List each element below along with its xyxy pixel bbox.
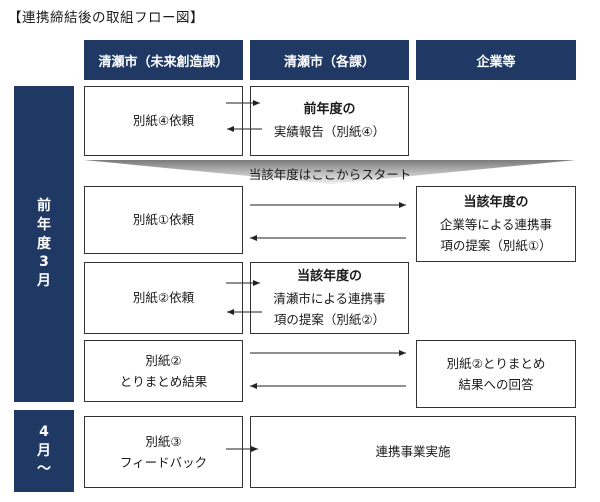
box-line: 別紙①依頼 xyxy=(132,212,195,228)
box-line: 別紙②とりまとめ xyxy=(446,355,546,371)
box-line: 別紙② xyxy=(145,352,182,368)
box-line: 項の提案（別紙②） xyxy=(273,312,386,328)
phase-char: 度 xyxy=(37,235,51,252)
box-line: 項の提案（別紙①） xyxy=(440,238,552,254)
phase-char: 月 xyxy=(37,442,51,459)
summary-answer-box: 別紙②とりまとめ 結果への回答 xyxy=(416,340,576,408)
box-line: フィードバック xyxy=(119,455,208,470)
box-line: 清瀬市による連携事 xyxy=(273,290,386,306)
box-line: とりまとめ結果 xyxy=(119,374,208,389)
company-proposal-box: 当該年度の 企業等による連携事 項の提案（別紙①） xyxy=(416,186,576,262)
request-4-box: 別紙④依頼 xyxy=(84,86,243,156)
column-header-kigyo: 企業等 xyxy=(416,40,576,80)
box-line: 実績報告（別紙④） xyxy=(273,124,386,140)
box-line: 別紙③ xyxy=(145,433,182,449)
box-line: 別紙②依頼 xyxy=(132,290,195,306)
phase-char: 年 xyxy=(37,216,51,233)
implementation-box: 連携事業実施 xyxy=(250,416,576,488)
phase-char: 月 xyxy=(37,273,51,290)
start-band-label: 当該年度はここからスタート xyxy=(248,167,412,182)
box-heading: 当該年度の xyxy=(296,268,362,284)
summary-2-box: 別紙② とりまとめ結果 xyxy=(84,340,243,402)
diagram-title: 【連携締結後の取組フロー図】 xyxy=(8,10,204,26)
box-line: 結果への回答 xyxy=(458,377,534,392)
box-line: 企業等による連携事 xyxy=(439,216,553,232)
box-line: 連携事業実施 xyxy=(375,444,451,460)
box-heading: 当該年度の xyxy=(463,194,529,210)
feedback-3-box: 別紙③ フィードバック xyxy=(84,416,243,488)
box-line: 別紙④依頼 xyxy=(132,113,195,129)
column-header-mirai: 清瀬市（未来創造課） xyxy=(84,40,243,80)
phase-char: 前 xyxy=(37,197,51,214)
phase-label-prev-march: 前 年 度 3 月 xyxy=(14,86,74,402)
request-1-box: 別紙①依頼 xyxy=(84,186,243,254)
phase-char: 4 xyxy=(39,423,49,440)
box-heading: 前年度の xyxy=(303,102,356,118)
phase-char: 3 xyxy=(39,254,49,271)
column-header-kakuka: 清瀬市（各課） xyxy=(250,40,409,80)
city-proposal-box: 当該年度の 清瀬市による連携事 項の提案（別紙②） xyxy=(250,262,409,334)
prior-year-report-box: 前年度の 実績報告（別紙④） xyxy=(250,86,409,156)
phase-char: ～ xyxy=(37,461,51,478)
phase-label-april: 4 月 ～ xyxy=(14,410,74,492)
request-2-box: 別紙②依頼 xyxy=(84,262,243,334)
